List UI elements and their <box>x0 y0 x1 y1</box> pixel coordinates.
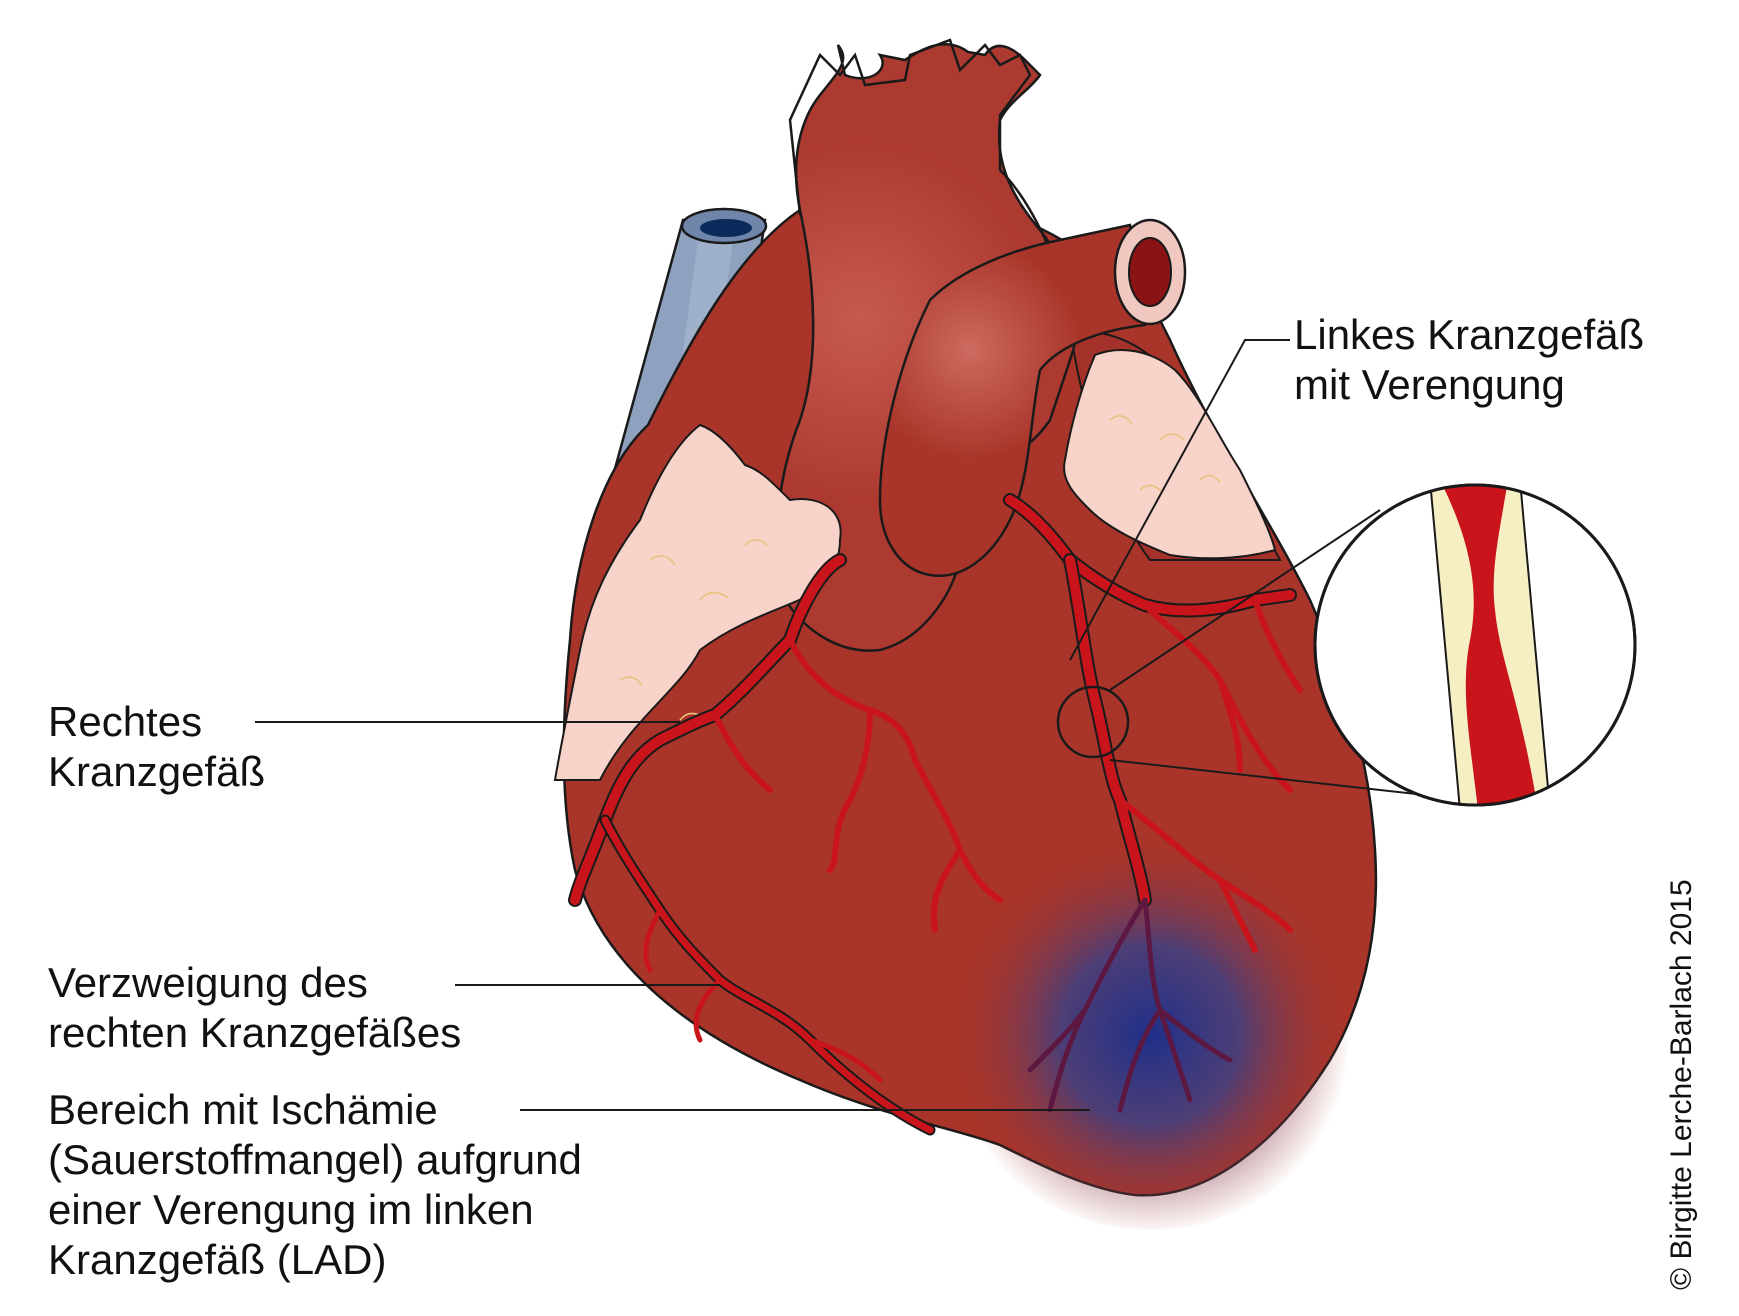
label-right-coronary-branch: Verzweigung des rechten Kranzgefäßes <box>48 958 461 1058</box>
ischemia-area <box>950 850 1350 1230</box>
pulmonary-artery-opening <box>1115 220 1185 324</box>
copyright-text: © Birgitte Lerche-Barlach 2015 <box>1665 879 1699 1290</box>
label-ischemia: Bereich mit Ischämie (Sauerstoffmangel) … <box>48 1085 582 1285</box>
label-right-coronary: Rechtes Kranzgefäß <box>48 697 265 797</box>
label-left-coronary: Linkes Kranzgefäß mit Verengung <box>1294 310 1644 410</box>
